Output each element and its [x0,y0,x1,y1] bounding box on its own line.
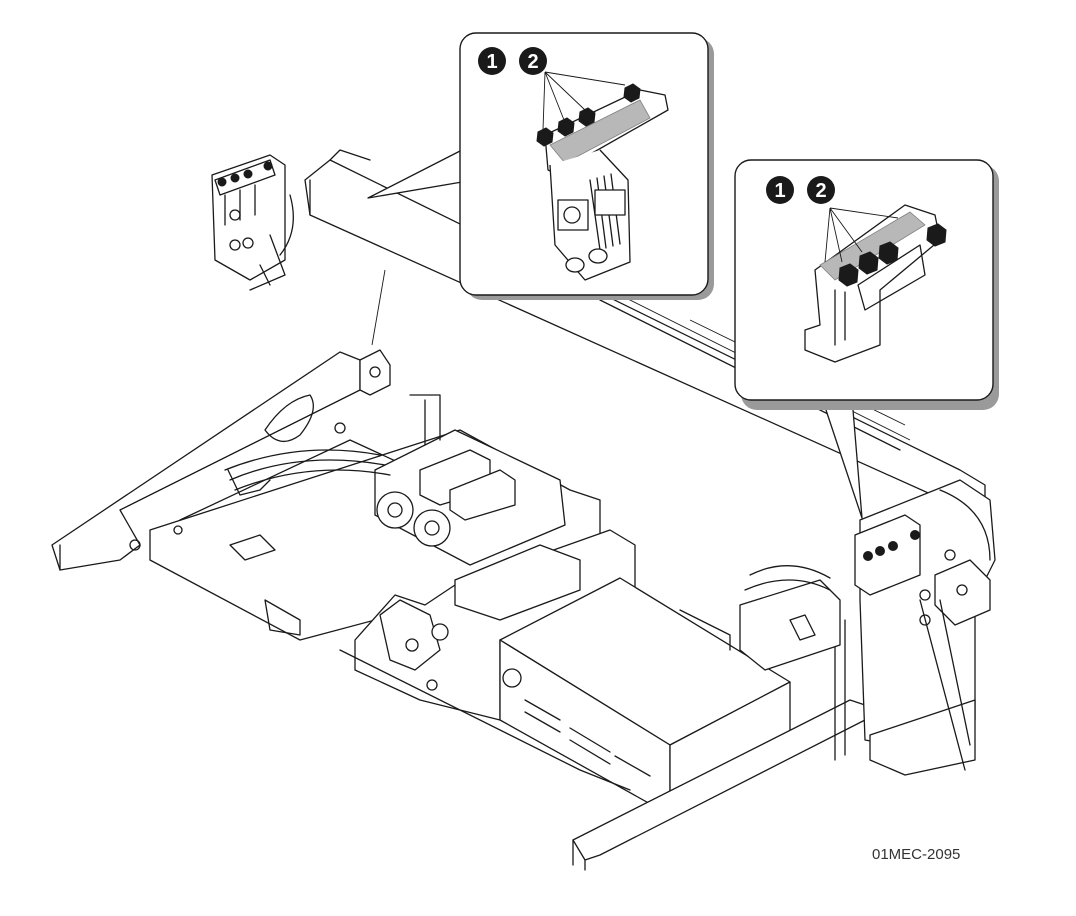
right-callout-badge-2: 2 [807,176,835,204]
right-callout-badge-1: 1 [766,176,794,204]
svg-text:1: 1 [486,51,497,73]
figure-label: 01MEC-2095 [872,846,961,863]
link-line [371,269,386,346]
svg-text:2: 2 [815,180,826,202]
top-callout: 1 2 [459,32,714,300]
svg-text:2: 2 [527,51,538,73]
upper-left-bracket [211,154,294,291]
svg-text:1: 1 [774,180,785,202]
top-callout-badge-2: 2 [519,47,547,75]
right-assembly [679,479,996,776]
top-callout-leader [367,149,463,199]
top-callout-badge-1: 1 [478,47,506,75]
right-callout-leader [821,397,863,519]
hinge-bracket [354,529,636,721]
right-callout: 1 2 [734,159,999,410]
roller-module [224,394,566,566]
